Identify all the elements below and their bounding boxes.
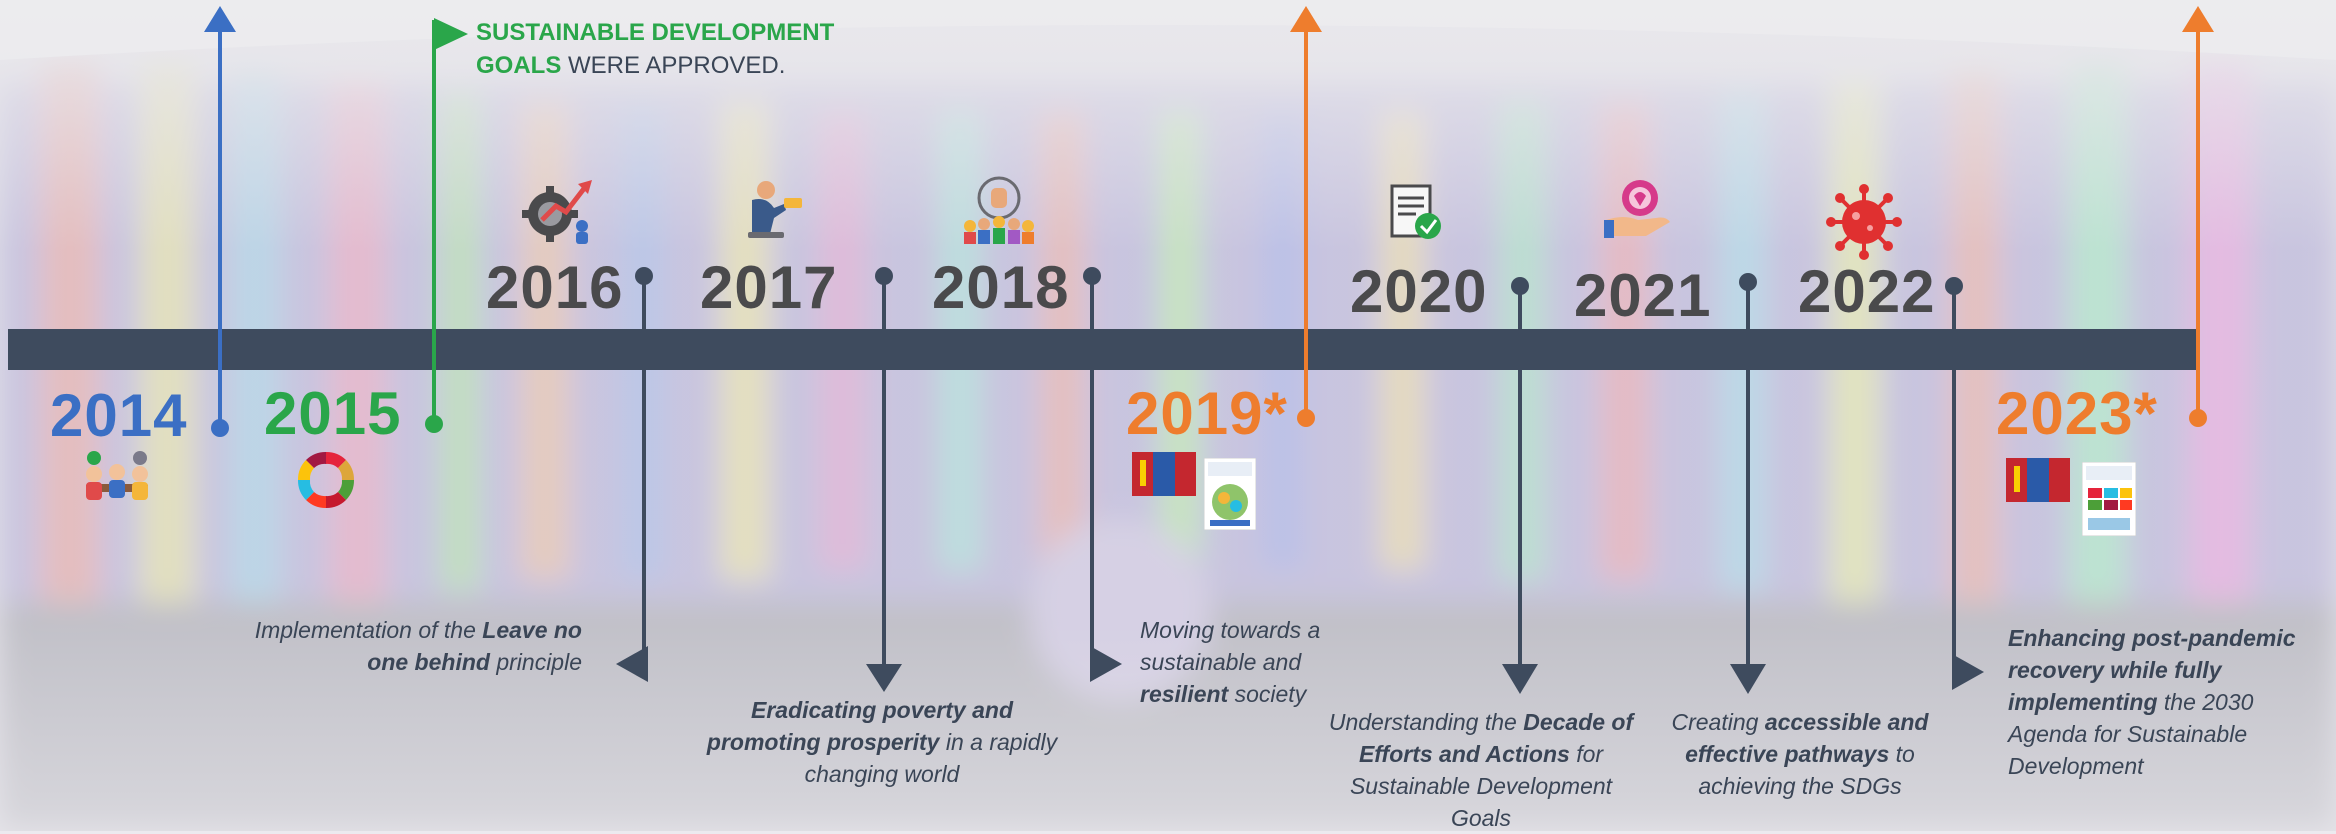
person-working-icon [748,181,802,238]
caption-2020-c: for Sustainable Development Goals [1349,741,1613,831]
heading-line-2: GOALS WERE APPROVED. [476,49,834,82]
year-2014: 2014 [50,382,188,449]
caption-2016-c: principle [489,649,582,675]
caption-2017: Eradicating poverty and promoting prospe… [700,694,1064,790]
raised-fist-crowd-icon [964,176,1034,244]
year-2021: 2021 [1574,262,1712,329]
dot-2014 [211,419,229,437]
up-arrow-2014 [204,6,236,32]
caption-2020-a: Understanding the [1328,709,1524,735]
virus-icon [1826,184,1902,260]
caption-2018-a: Moving towards a sustainable and [1140,617,1321,675]
year-2015: 2015 [264,380,402,447]
caption-2021-bold: accessible and effective pathways [1685,709,1929,767]
caption-2018-bold: resilient [1140,681,1229,707]
dot-2018 [1083,267,1101,285]
caption-2020: Understanding the Decade of Efforts and … [1326,706,1636,834]
timeline-bar [8,329,2196,370]
mongolia-flag-icon [1132,452,1196,496]
dot-2016 [635,267,653,285]
caption-2016-a: Implementation of the [254,617,483,643]
caption-2018: Moving towards a sustainable and resilie… [1140,614,1360,710]
right-arrow-2022 [1952,654,1984,690]
year-2018: 2018 [932,254,1070,321]
caption-2018-c: society [1228,681,1307,707]
report-cover-icon [1204,458,1256,530]
year-2022: 2022 [1798,258,1936,325]
gear-growth-icon [522,180,592,244]
caption-2020-bold: Decade of Efforts and Actions [1358,709,1634,767]
dot-2017 [875,267,893,285]
caption-2017-bold: Eradicating poverty and promoting prospe… [706,697,1013,755]
year-2017: 2017 [700,254,838,321]
heading-line-1: SUSTAINABLE DEVELOPMENT [476,19,835,46]
up-arrow-2023 [2182,6,2214,32]
sdg-wheel-icon [297,451,355,509]
caption-2016-bold: Leave no one behind [367,617,582,675]
dot-2022 [1945,277,1963,295]
caption-2021-a: Creating [1671,709,1765,735]
heading-bold-goals: GOALS [476,52,562,79]
year-2020: 2020 [1350,258,1488,325]
sdg-approval-heading: SUSTAINABLE DEVELOPMENT GOALS WERE APPRO… [476,16,834,82]
hand-heart-icon [1604,180,1670,238]
flag-2015 [434,18,468,50]
dot-2023 [2189,409,2207,427]
mongolia-flag-icon [2006,458,2070,502]
document-check-icon [1390,184,1441,239]
report-cover-icon [2082,462,2136,536]
year-2016: 2016 [486,254,624,321]
down-arrow-2017 [866,664,902,692]
dot-2015 [425,415,443,433]
caption-2021-c: to achieving the SDGs [1698,741,1915,799]
caption-2016: Implementation of the Leave no one behin… [226,614,582,678]
caption-2022-c: the 2030 Agenda for Sustainable Developm… [2008,689,2254,779]
meeting-people-icon [86,451,148,500]
dot-2020 [1511,277,1529,295]
down-arrow-2021 [1730,664,1766,694]
heading-rest: WERE APPROVED. [561,52,786,79]
year-2023: 2023* [1996,380,2158,447]
left-arrow-2016 [616,646,648,682]
caption-2021: Creating accessible and effective pathwa… [1658,706,1942,802]
caption-2022: Enhancing post-pandemic recovery while f… [2008,622,2330,782]
caption-2022-bold: Enhancing post-pandemic recovery while f… [2008,625,2296,715]
dot-2021 [1739,273,1757,291]
up-arrow-2019 [1290,6,1322,32]
down-arrow-2020 [1502,664,1538,694]
dot-2019 [1297,409,1315,427]
year-2019: 2019* [1126,380,1288,447]
caption-2017-c: in a rapidly changing world [804,729,1058,787]
right-arrow-2018 [1090,646,1122,682]
